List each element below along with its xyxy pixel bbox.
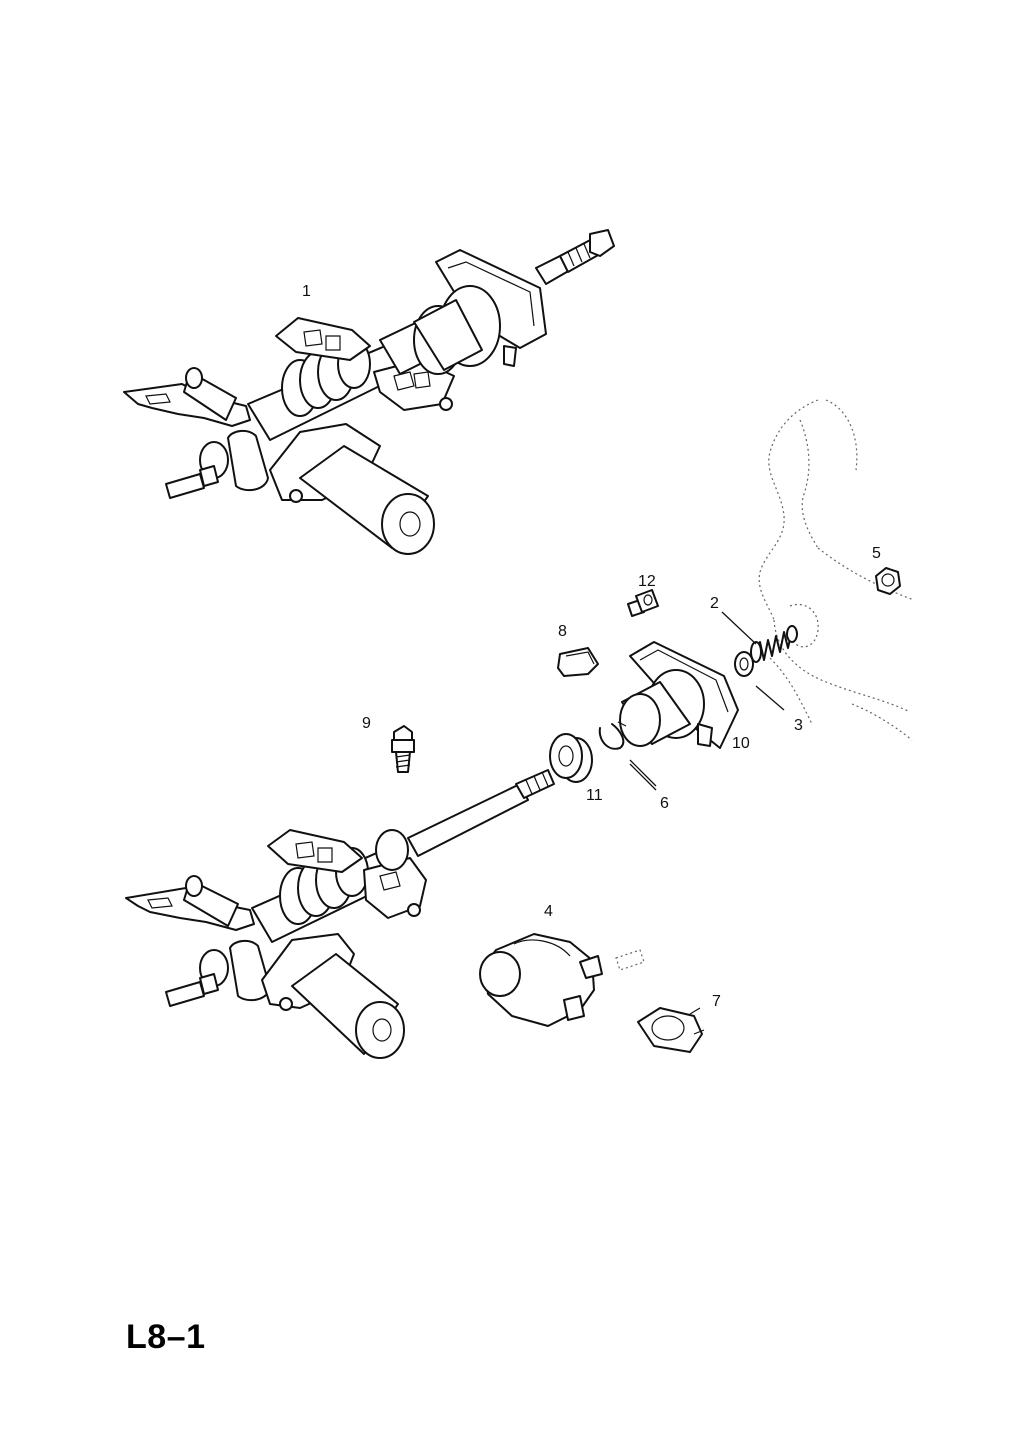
callout-8: 8 [558,623,567,640]
spring-icon [750,625,798,663]
page-code: L8–1 [126,1318,206,1356]
nut-icon [875,567,901,595]
ring-icon [598,721,627,750]
clip-icon [557,647,599,677]
callout-3: 3 [794,717,803,734]
bearing-icon [549,733,593,783]
callout-12: 12 [638,573,656,590]
screw-icon [391,725,415,773]
callout-9: 9 [362,715,371,732]
steering-column-assembly-lower [125,769,555,1059]
callout-4: 4 [544,903,553,920]
bolt-12-icon [627,589,659,617]
leader-lines [629,611,785,791]
washer-icon [734,651,754,677]
callout-10: 10 [732,735,750,752]
callout-2: 2 [710,595,719,612]
switch-icon [637,1007,705,1053]
callout-1: 1 [302,283,311,300]
lock-housing-icon [479,933,645,1027]
steering-column-assembly-upper [123,229,615,555]
column-housing-icon [619,641,739,749]
callout-5: 5 [872,545,881,562]
vehicle-panel-outline [758,399,915,741]
callout-6: 6 [660,795,669,812]
callout-11: 11 [586,787,603,804]
callout-7: 7 [712,993,721,1010]
